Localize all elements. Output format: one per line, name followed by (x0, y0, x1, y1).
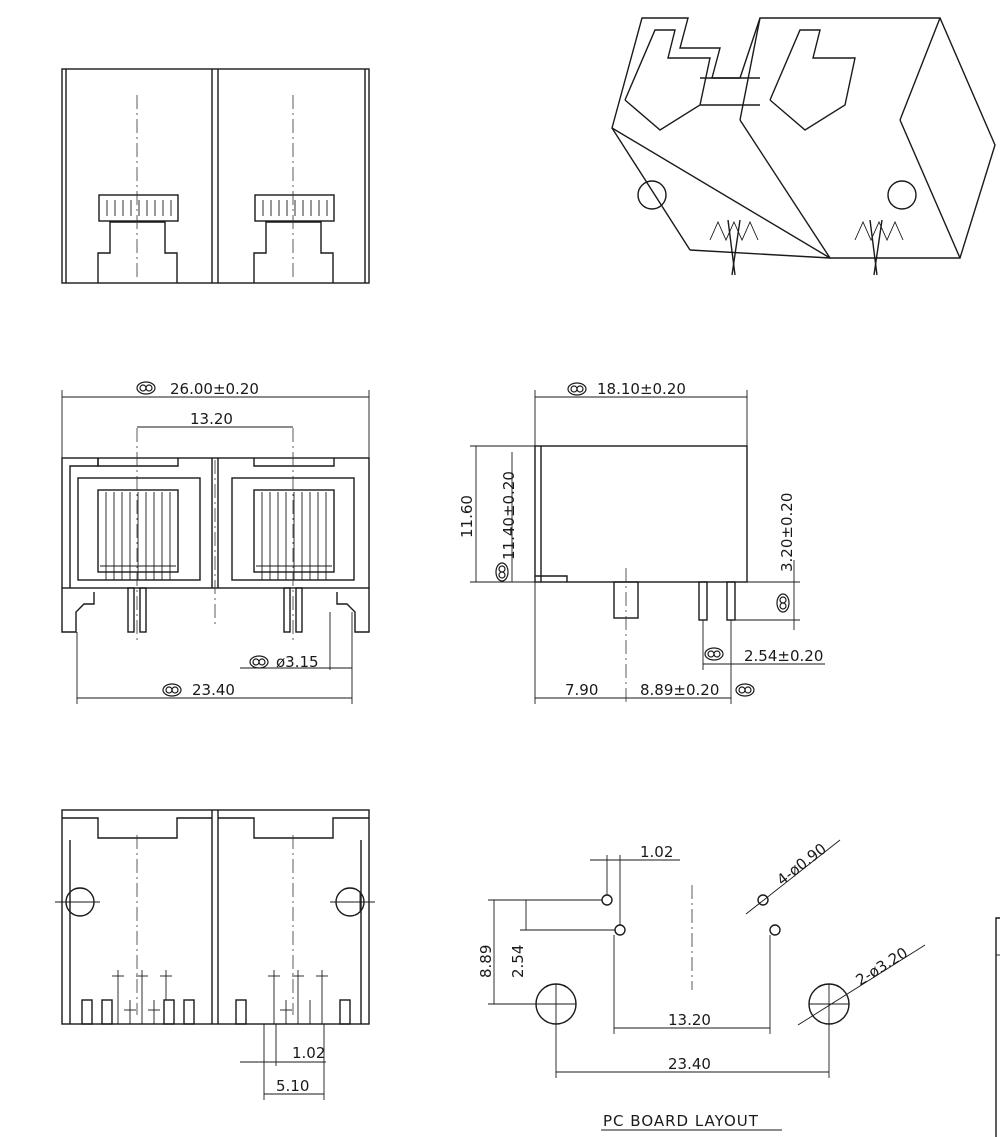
pcb-pin-holes: 4-ø0.90 (773, 840, 829, 890)
dim-pin-pitch: 2.54±0.20 (744, 647, 823, 665)
qc-symbol (162, 683, 182, 697)
dim-front-to-peg: 7.90 (565, 681, 598, 699)
qc-symbol (249, 655, 269, 669)
qc-symbol (704, 647, 724, 661)
dim-center-distance: 13.20 (190, 410, 233, 428)
dim-overall-width: 26.00±0.20 (170, 380, 259, 398)
top-view (61, 68, 370, 284)
pcb-mount-distance: 23.40 (668, 1055, 711, 1073)
side-profile-view: 18.10±0.20 11.60 11.40±0.20 3.20±0.20 (458, 380, 825, 704)
pcb-pin-pitch: 1.02 (640, 843, 673, 861)
pcb-layout-title: PC BOARD LAYOUT (603, 1112, 759, 1130)
dim-peg-spacing: 23.40 (192, 681, 235, 699)
dim-pin-length: 3.20±0.20 (778, 493, 796, 572)
pcb-center-distance: 13.20 (668, 1011, 711, 1029)
qc-symbol (735, 683, 755, 697)
isometric-view (611, 17, 996, 276)
dim-bottom-pin-pitch: 1.02 (292, 1044, 325, 1062)
qc-symbol (776, 593, 790, 613)
qc-symbol (567, 382, 587, 396)
dim-peg-to-pin: 8.89±0.20 (640, 681, 719, 699)
pin-hole (601, 894, 613, 906)
pcb-row-offset-b: 2.54 (509, 945, 527, 978)
bottom-view: 1.02 5.10 (55, 809, 375, 1100)
pcb-mount-holes: 2-ø3.20 (853, 944, 911, 990)
qc-symbol (136, 381, 156, 395)
qc-symbol (495, 562, 509, 582)
front-view: 26.00±0.20 13.20 ø3.15 23.40 (61, 380, 370, 704)
pin-hole (769, 924, 781, 936)
pin-hole (614, 924, 626, 936)
dim-body-height: 11.40±0.20 (500, 471, 518, 560)
table-edge (995, 917, 1000, 1137)
dim-hole-diameter: ø3.15 (276, 653, 319, 671)
dim-depth: 18.10±0.20 (597, 380, 686, 398)
dim-total-height: 11.60 (458, 495, 476, 538)
dim-bottom-pin-span: 5.10 (276, 1077, 309, 1095)
pcb-layout: 1.02 4-ø0.90 2-ø3.20 8.89 2.54 13.20 23.… (477, 840, 926, 1131)
pcb-row-offset-a: 8.89 (477, 945, 495, 978)
pin-hole (757, 894, 769, 906)
